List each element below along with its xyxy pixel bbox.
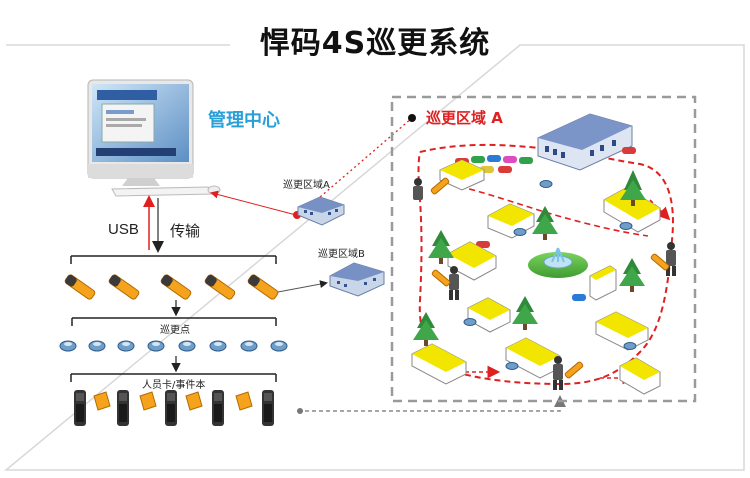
page-title: 悍码4S巡更系统 bbox=[259, 26, 491, 61]
checkpoint-7-icon bbox=[240, 340, 258, 352]
checkpoint-2-icon bbox=[88, 340, 106, 352]
event-tag-2-icon bbox=[139, 391, 157, 411]
map-wand-1-icon bbox=[430, 177, 450, 195]
zone-a-link-dotted bbox=[304, 117, 413, 211]
card-to-zone-flow bbox=[298, 395, 566, 412]
management-center-label: 管理中心 bbox=[208, 110, 280, 131]
map-checkpoint-2-icon bbox=[619, 222, 633, 230]
tree-2-icon bbox=[532, 206, 558, 240]
guard-3-icon bbox=[553, 356, 563, 390]
guard-2-icon bbox=[666, 242, 676, 276]
zone-a-boundary bbox=[390, 95, 697, 403]
personnel-card-1-icon bbox=[74, 390, 86, 426]
event-tag-3-icon bbox=[185, 391, 203, 411]
map-wand-2-icon bbox=[431, 269, 451, 287]
personnel-card-4-icon bbox=[212, 390, 224, 426]
patrol-wand-3-icon bbox=[160, 274, 192, 300]
wand-to-zone-b-arrow bbox=[277, 280, 328, 293]
guard-4-icon bbox=[413, 178, 423, 200]
tree-5-icon bbox=[512, 296, 538, 330]
patrol-wand-4-icon bbox=[204, 274, 236, 300]
yellow-building-4-icon bbox=[447, 241, 497, 281]
checkpoint-label: 巡更点 bbox=[160, 325, 190, 336]
zone-b-building-icon bbox=[329, 262, 385, 297]
yellow-building-8-icon bbox=[411, 343, 467, 385]
keyboard-icon bbox=[111, 185, 221, 197]
office-building-icon bbox=[537, 113, 633, 171]
zone-a-building-icon bbox=[297, 196, 345, 226]
yellow-building-7-icon bbox=[595, 311, 649, 351]
map-checkpoint-4-icon bbox=[463, 318, 477, 326]
outer-frame bbox=[3, 44, 745, 471]
fountain-plaza-icon bbox=[528, 247, 588, 278]
yellow-building-2-icon bbox=[487, 203, 535, 239]
guard-1-icon bbox=[449, 266, 459, 300]
transfer-label: 传输 bbox=[170, 222, 201, 240]
computer-monitor-icon bbox=[87, 79, 194, 186]
yellow-building-9-icon bbox=[505, 337, 561, 379]
map-wand-3-icon bbox=[650, 253, 670, 271]
zone-a-label: 巡更区域A bbox=[283, 180, 330, 191]
yellow-building-6-icon bbox=[589, 265, 617, 301]
patrol-wand-1-icon bbox=[64, 274, 96, 300]
usb-label: USB bbox=[108, 221, 139, 238]
checkpoint-3-icon bbox=[117, 340, 135, 352]
patrol-wand-5-icon bbox=[247, 274, 279, 300]
map-checkpoint-5-icon bbox=[623, 342, 637, 350]
zone-a-title: 巡更区域 A bbox=[426, 109, 503, 127]
patrol-wand-2-icon bbox=[108, 274, 140, 300]
checkpoint-6-icon bbox=[209, 340, 227, 352]
map-checkpoint-1-icon bbox=[539, 180, 553, 188]
map-wand-4-icon bbox=[564, 361, 584, 379]
tree-3-icon bbox=[428, 230, 454, 264]
map-checkpoint-6-icon bbox=[505, 362, 519, 370]
event-tag-1-icon bbox=[93, 391, 111, 411]
yellow-building-10-icon bbox=[619, 357, 661, 395]
personnel-card-5-icon bbox=[262, 390, 274, 426]
zone-b-label: 巡更区域B bbox=[318, 249, 365, 260]
map-checkpoint-3-icon bbox=[513, 228, 527, 236]
checkpoint-4-icon bbox=[147, 340, 165, 352]
tree-4-icon bbox=[619, 258, 645, 292]
checkpoint-8-icon bbox=[270, 340, 288, 352]
zone-a-to-center-line bbox=[210, 190, 297, 216]
personnel-card-2-icon bbox=[117, 390, 129, 426]
tree-6-icon bbox=[413, 312, 439, 346]
personnel-card-3-icon bbox=[165, 390, 177, 426]
checkpoint-1-icon bbox=[59, 340, 77, 352]
tree-1-icon bbox=[620, 170, 646, 206]
checkpoint-5-icon bbox=[178, 340, 196, 352]
personnel-card-label: 人员卡/事件本 bbox=[142, 380, 206, 391]
event-tag-4-icon bbox=[235, 391, 253, 411]
yellow-building-5-icon bbox=[467, 297, 511, 333]
yellow-building-1-icon bbox=[439, 159, 485, 191]
